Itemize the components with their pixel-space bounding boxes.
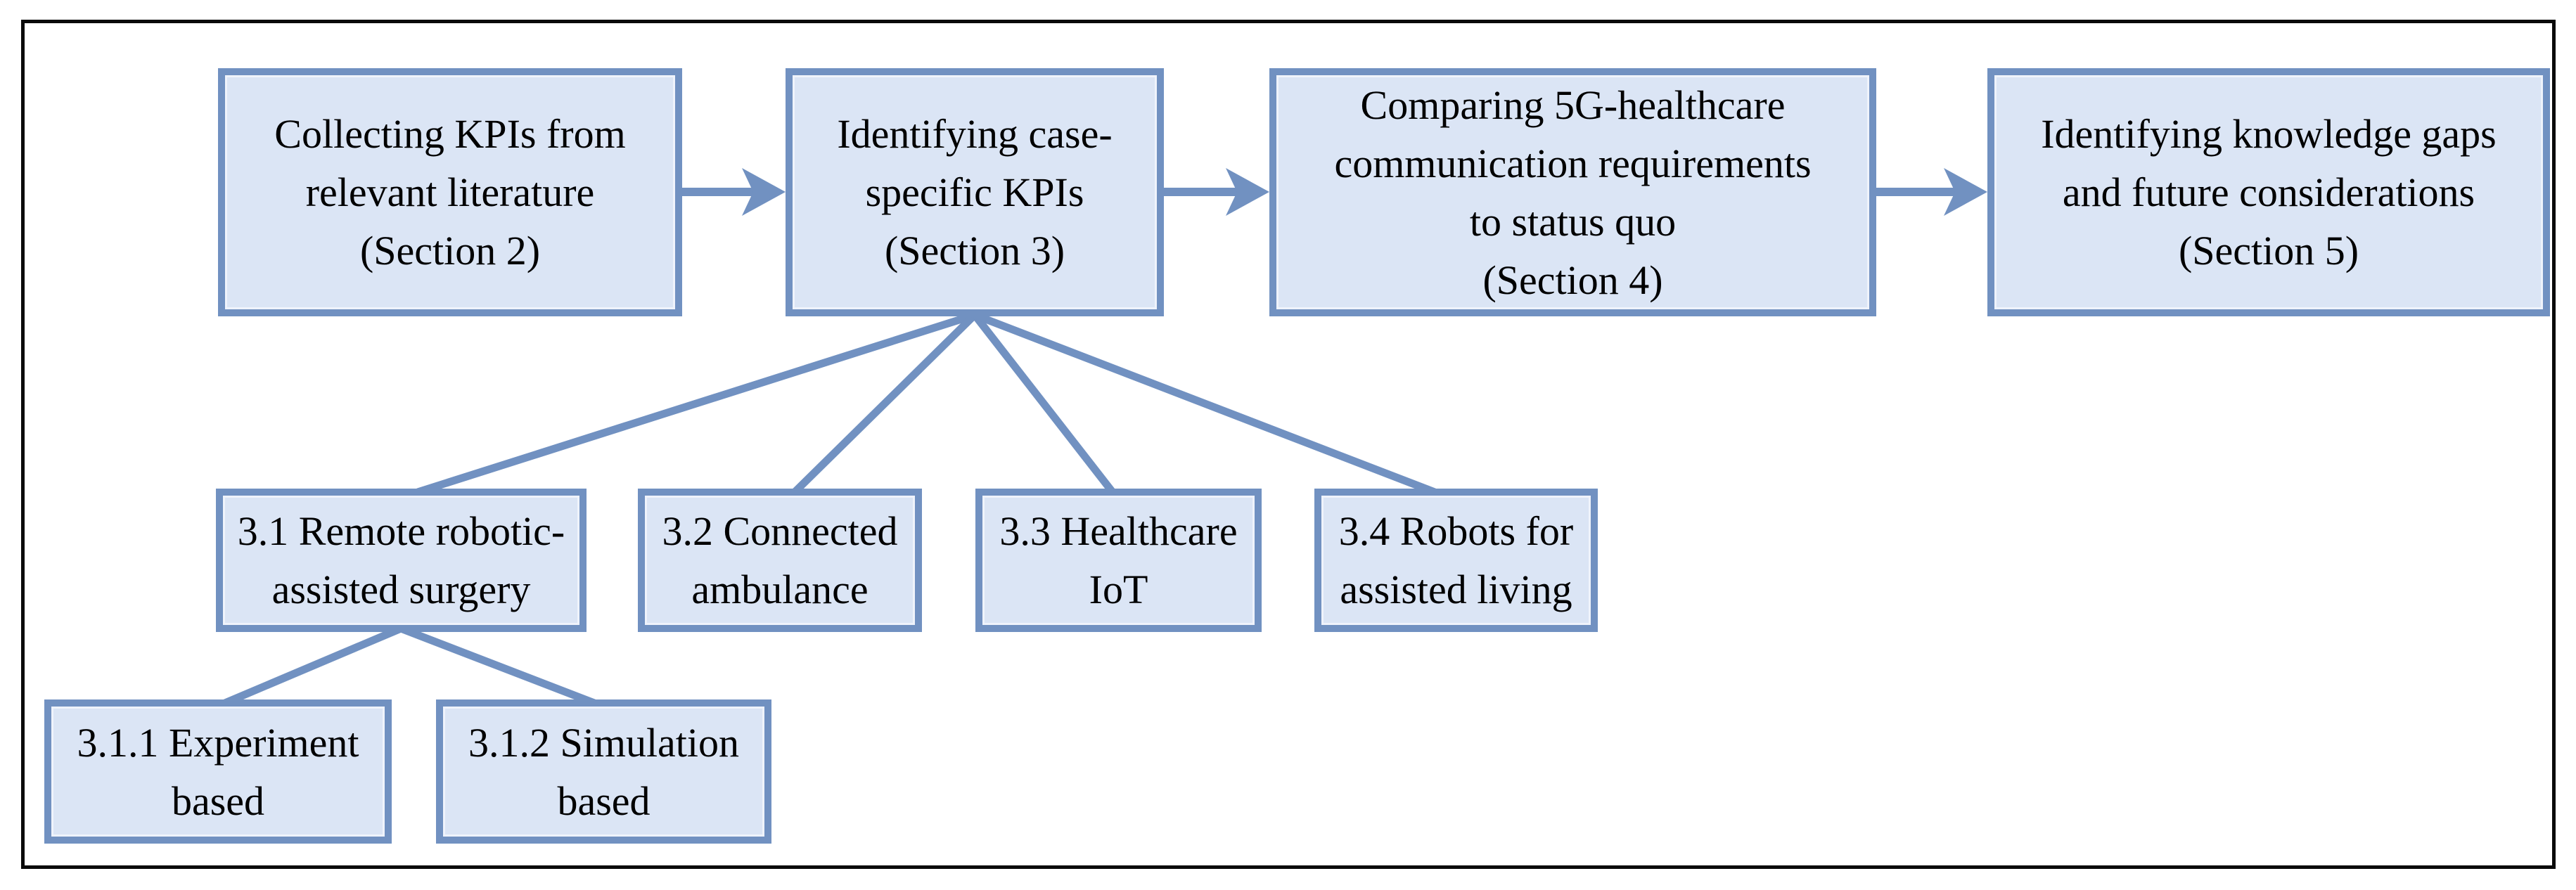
arrow-section2-section3 bbox=[682, 168, 786, 216]
flow-node-section-4: Comparing 5G-healthcare communication re… bbox=[1269, 68, 1876, 316]
flow-node-section-5-label: Identifying knowledge gaps and future co… bbox=[2041, 111, 2497, 273]
arrow-section3-section4 bbox=[1164, 168, 1269, 216]
connector-section3-case33 bbox=[971, 312, 1116, 495]
flow-node-section-3: Identifying case- specific KPIs (Section… bbox=[786, 68, 1164, 316]
connector-section3-case31 bbox=[416, 311, 976, 496]
connector-case31-case312 bbox=[399, 624, 596, 707]
flow-node-case-3-2: 3.2 Connected ambulance bbox=[638, 489, 922, 632]
connector-section3-case32 bbox=[792, 312, 978, 495]
flow-node-case-3-1: 3.1 Remote robotic- assisted surgery bbox=[216, 489, 587, 632]
flow-node-section-3-label: Identifying case- specific KPIs (Section… bbox=[837, 111, 1113, 273]
flow-node-case-3-1-label: 3.1 Remote robotic- assisted surgery bbox=[237, 508, 565, 612]
flow-node-case-3-1-2: 3.1.2 Simulation based bbox=[436, 699, 771, 844]
connector-case31-case311 bbox=[223, 624, 403, 707]
flow-node-section-5: Identifying knowledge gaps and future co… bbox=[1987, 68, 2550, 316]
flow-node-case-3-4: 3.4 Robots for assisted living bbox=[1314, 489, 1598, 632]
flow-node-section-2-label: Collecting KPIs from relevant literature… bbox=[274, 111, 626, 273]
flow-node-section-2: Collecting KPIs from relevant literature… bbox=[218, 68, 682, 316]
flow-node-case-3-3: 3.3 Healthcare IoT bbox=[975, 489, 1262, 632]
flow-node-case-3-1-1-label: 3.1.1 Experiment based bbox=[77, 719, 359, 824]
arrow-section4-section5 bbox=[1876, 168, 1987, 216]
flow-node-case-3-3-label: 3.3 Healthcare IoT bbox=[999, 508, 1238, 612]
flow-node-case-3-4-label: 3.4 Robots for assisted living bbox=[1338, 508, 1574, 612]
flow-node-section-4-label: Comparing 5G-healthcare communication re… bbox=[1334, 82, 1812, 303]
flow-node-case-3-2-label: 3.2 Connected ambulance bbox=[662, 508, 898, 612]
connector-section3-case34 bbox=[973, 311, 1436, 496]
flow-node-case-3-1-2-label: 3.1.2 Simulation based bbox=[468, 719, 740, 824]
flow-node-case-3-1-1: 3.1.1 Experiment based bbox=[44, 699, 392, 844]
